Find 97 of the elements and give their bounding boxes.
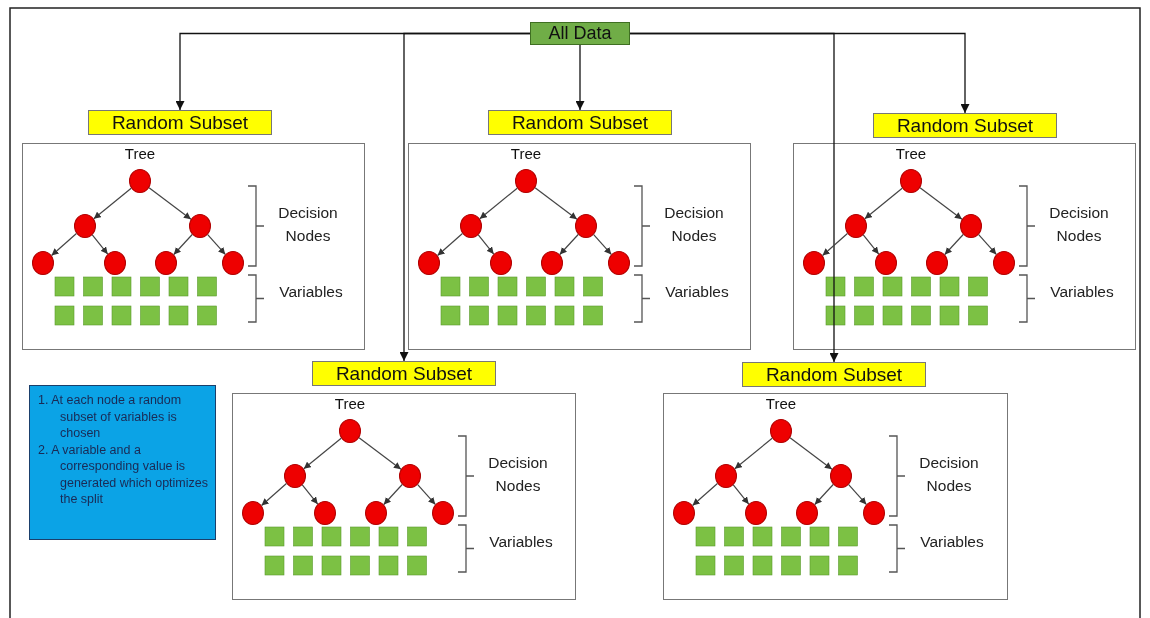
- variables-label: Variables: [278, 282, 344, 302]
- tree-node-circle: [796, 501, 818, 525]
- tree-node-circle: [993, 251, 1015, 275]
- tree-node-circle: [715, 464, 737, 488]
- tree-node-circle: [104, 251, 126, 275]
- tree-arrow: [821, 232, 849, 257]
- subset-box: Random Subset: [742, 362, 926, 387]
- tree-label: Tree: [334, 395, 366, 412]
- variables-label: Variables: [1049, 282, 1115, 302]
- tree-arrow: [207, 234, 226, 255]
- tree-arrow: [479, 187, 518, 220]
- tree-node-circle: [830, 464, 852, 488]
- tree-arrow: [358, 437, 402, 470]
- tree-arrow: [50, 232, 78, 257]
- arrow: [399, 32, 531, 362]
- tree-arrow: [789, 437, 833, 470]
- tree-arrow: [734, 437, 773, 470]
- tree-arrow: [173, 233, 193, 256]
- note-text: 2. A variable and a corresponding value is generated which optimizes the split: [38, 441, 209, 508]
- tree-node-circle: [575, 214, 597, 238]
- tree-label: Tree: [765, 395, 797, 412]
- tree-node-circle: [339, 419, 361, 443]
- tree-arrow: [864, 187, 903, 220]
- tree-node-circle: [418, 251, 440, 275]
- tree-node-circle: [745, 501, 767, 525]
- arrow: [629, 32, 839, 363]
- tree-panel: [22, 143, 365, 350]
- variables-label: Variables: [664, 282, 730, 302]
- tree-arrow: [93, 187, 132, 220]
- subset-box: Random Subset: [312, 361, 496, 386]
- decision-nodes-label: Decision Nodes: [1048, 203, 1110, 246]
- tree-arrow: [944, 233, 964, 256]
- tree-node-circle: [32, 251, 54, 275]
- subset-box: Random Subset: [873, 113, 1057, 138]
- tree-node-circle: [803, 251, 825, 275]
- tree-arrow: [148, 187, 192, 220]
- subset-box: Random Subset: [88, 110, 272, 135]
- tree-node-circle: [242, 501, 264, 525]
- tree-node-circle: [900, 169, 922, 193]
- tree-node-circle: [960, 214, 982, 238]
- tree-arrow: [848, 484, 867, 505]
- tree-arrow: [534, 187, 578, 220]
- tree-node-circle: [189, 214, 211, 238]
- tree-node-circle: [129, 169, 151, 193]
- tree-node-circle: [875, 251, 897, 275]
- tree-panel: [793, 143, 1136, 350]
- tree-label: Tree: [895, 145, 927, 162]
- tree-node-circle: [926, 251, 948, 275]
- note-text: 1. At each node a random subset of variables is chosen: [38, 392, 183, 442]
- tree-label: Tree: [510, 145, 542, 162]
- variables-label: Variables: [488, 532, 554, 552]
- tree-label: Tree: [124, 145, 156, 162]
- tree-arrow: [383, 483, 403, 506]
- decision-nodes-label: Decision Nodes: [277, 203, 339, 246]
- tree-arrow: [691, 482, 719, 507]
- tree-arrow: [814, 483, 834, 506]
- tree-node-circle: [863, 501, 885, 525]
- tree-node-circle: [432, 501, 454, 525]
- decision-nodes-label: Decision Nodes: [487, 453, 549, 496]
- tree-node-circle: [155, 251, 177, 275]
- tree-arrow: [417, 484, 436, 505]
- tree-node-circle: [608, 251, 630, 275]
- decision-nodes-label: Decision Nodes: [663, 203, 725, 246]
- tree-arrow: [260, 482, 288, 507]
- tree-node-circle: [770, 419, 792, 443]
- tree-panel: [232, 393, 576, 600]
- tree-arrow: [303, 437, 342, 470]
- decision-nodes-label: Decision Nodes: [918, 453, 980, 496]
- tree-node-circle: [284, 464, 306, 488]
- tree-arrow: [91, 234, 109, 255]
- subset-box: Random Subset: [488, 110, 672, 135]
- tree-node-circle: [399, 464, 421, 488]
- tree-node-circle: [541, 251, 563, 275]
- tree-arrow: [559, 233, 579, 256]
- tree-arrow: [978, 234, 997, 255]
- tree-arrow: [477, 234, 495, 255]
- tree-arrow: [436, 232, 464, 257]
- tree-arrow: [732, 484, 750, 505]
- tree-arrow: [862, 234, 880, 255]
- tree-arrow: [301, 484, 319, 505]
- tree-node-circle: [314, 501, 336, 525]
- data-box: All Data: [530, 22, 630, 45]
- note-box: [29, 385, 216, 540]
- tree-node-circle: [74, 214, 96, 238]
- tree-node-circle: [515, 169, 537, 193]
- tree-panel: [408, 143, 751, 350]
- tree-panel: [663, 393, 1008, 600]
- tree-node-circle: [460, 214, 482, 238]
- tree-arrow: [919, 187, 963, 220]
- tree-node-circle: [845, 214, 867, 238]
- tree-node-circle: [490, 251, 512, 275]
- tree-arrow: [593, 234, 612, 255]
- tree-node-circle: [222, 251, 244, 275]
- arrow: [575, 44, 585, 111]
- tree-node-circle: [673, 501, 695, 525]
- variables-label: Variables: [919, 532, 985, 552]
- tree-node-circle: [365, 501, 387, 525]
